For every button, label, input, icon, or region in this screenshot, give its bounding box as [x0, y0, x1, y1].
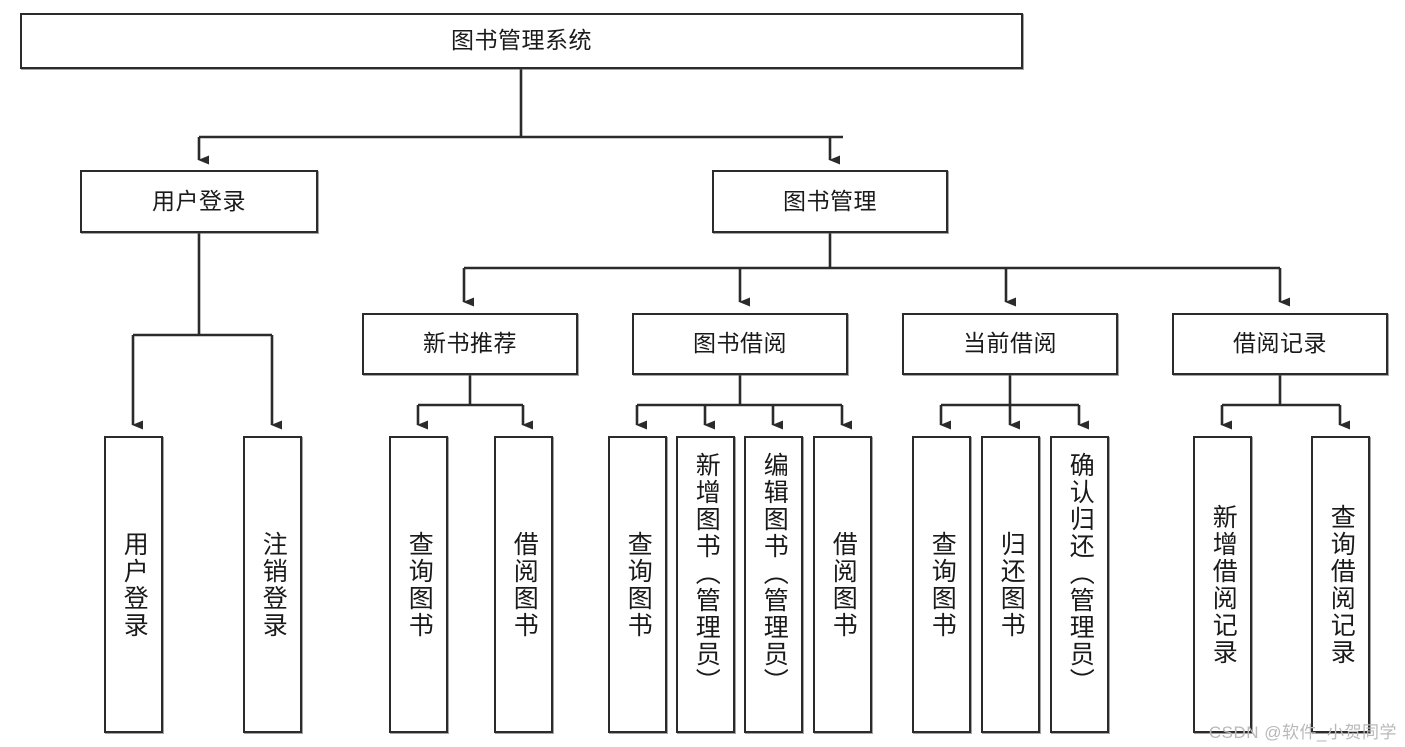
node-user-login[interactable]: 用户登录	[80, 170, 318, 233]
leaf-add-book[interactable]: 新增图书（管理员）	[676, 436, 735, 733]
leaf-add-book-label: 新增图书（管理员）	[692, 452, 721, 695]
leaf-user-login[interactable]: 用户登录	[104, 436, 163, 733]
node-root[interactable]: 图书管理系统	[20, 13, 1023, 69]
leaf-user-login-label: 用户登录	[120, 530, 149, 639]
leaf-query-borrow-record-label: 查询借阅记录	[1327, 503, 1356, 666]
leaf-user-logout-label: 注销登录	[259, 530, 288, 639]
node-new-book-recommend[interactable]: 新书推荐	[362, 313, 578, 375]
node-book-management-label: 图书管理	[783, 187, 877, 214]
leaf-borrow-book-newbook[interactable]: 借阅图书	[494, 436, 553, 733]
leaf-edit-book-label: 编辑图书（管理员）	[760, 452, 789, 695]
leaf-borrow-book-borrow[interactable]: 借阅图书	[813, 436, 872, 733]
node-new-book-recommend-label: 新书推荐	[423, 330, 517, 357]
node-current-borrow[interactable]: 当前借阅	[902, 313, 1118, 375]
leaf-add-borrow-record[interactable]: 新增借阅记录	[1193, 436, 1252, 733]
watermark-text: CSDN @软件_小贺同学	[1208, 723, 1397, 742]
leaf-confirm-return-label: 确认归还（管理员）	[1066, 452, 1095, 695]
leaf-borrow-book-borrow-label: 借阅图书	[829, 530, 858, 639]
node-borrow-record[interactable]: 借阅记录	[1172, 313, 1388, 375]
leaf-return-book[interactable]: 归还图书	[981, 436, 1040, 733]
leaf-add-borrow-record-label: 新增借阅记录	[1209, 503, 1238, 666]
leaf-confirm-return[interactable]: 确认归还（管理员）	[1050, 436, 1109, 733]
node-root-label: 图书管理系统	[451, 27, 592, 54]
leaf-edit-book[interactable]: 编辑图书（管理员）	[744, 436, 803, 733]
node-book-borrow[interactable]: 图书借阅	[632, 313, 848, 375]
leaf-user-logout[interactable]: 注销登录	[243, 436, 302, 733]
node-user-login-label: 用户登录	[152, 187, 246, 214]
node-borrow-record-label: 借阅记录	[1233, 330, 1327, 357]
leaf-query-book-borrow[interactable]: 查询图书	[608, 436, 667, 733]
leaf-query-book-borrow-label: 查询图书	[624, 530, 653, 639]
leaf-borrow-book-newbook-label: 借阅图书	[510, 530, 539, 639]
leaf-query-book-newbook-label: 查询图书	[405, 530, 434, 639]
leaf-query-book-current[interactable]: 查询图书	[912, 436, 971, 733]
leaf-query-borrow-record[interactable]: 查询借阅记录	[1311, 436, 1370, 733]
leaf-return-book-label: 归还图书	[997, 530, 1026, 639]
node-book-borrow-label: 图书借阅	[693, 330, 787, 357]
leaf-query-book-current-label: 查询图书	[928, 530, 957, 639]
leaf-query-book-newbook[interactable]: 查询图书	[389, 436, 448, 733]
node-book-management[interactable]: 图书管理	[712, 170, 948, 233]
node-current-borrow-label: 当前借阅	[963, 330, 1057, 357]
